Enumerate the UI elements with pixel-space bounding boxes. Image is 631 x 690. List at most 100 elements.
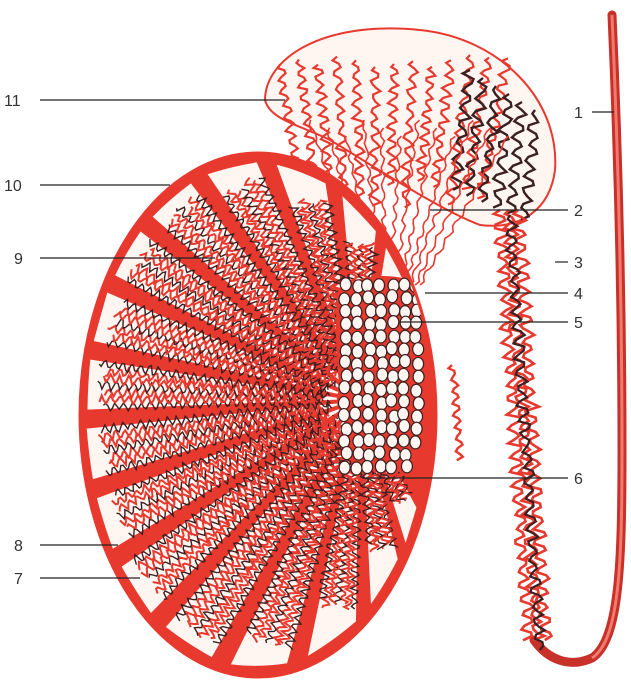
label-3: 3 <box>574 255 583 272</box>
rete-cell <box>352 420 363 433</box>
rete-cell <box>376 345 387 358</box>
vessel-coil <box>449 365 463 460</box>
rete-cell <box>386 422 397 435</box>
rete-cell <box>352 316 363 329</box>
rete-cell <box>413 370 424 383</box>
label-8: 8 <box>14 538 23 555</box>
rete-cell <box>386 394 397 407</box>
rete-cell <box>374 279 385 292</box>
label-1: 1 <box>574 105 583 122</box>
rete-cell <box>352 368 363 381</box>
rete-cell <box>389 448 400 461</box>
rete-cell <box>353 435 364 448</box>
rete-cell <box>363 434 374 447</box>
label-11: 11 <box>4 93 21 110</box>
rete-cell <box>339 461 350 474</box>
rete-cell <box>363 449 374 462</box>
rete-cell <box>375 318 386 331</box>
rete-cell <box>339 293 350 306</box>
rete-cell <box>412 410 423 423</box>
rete-cell <box>353 447 364 460</box>
rete-cell <box>398 382 409 395</box>
rete-cell <box>341 317 352 330</box>
testis <box>80 153 440 677</box>
rete-cell <box>338 409 349 422</box>
rete-cell <box>398 407 409 420</box>
rete-cell <box>400 355 411 368</box>
rete-cell <box>388 316 399 329</box>
rete-cell <box>399 395 410 408</box>
rete-cell <box>341 423 352 436</box>
rete-cell <box>413 343 424 356</box>
rete-cell <box>351 462 362 475</box>
epididymis-body <box>449 210 552 650</box>
rete-cell <box>352 331 363 344</box>
rete-cell <box>364 330 375 343</box>
label-9: 9 <box>14 251 23 268</box>
rete-cell <box>340 305 351 318</box>
rete-cell <box>413 397 424 410</box>
rete-cell <box>411 316 422 329</box>
rete-cell <box>398 434 409 447</box>
rete-cell <box>398 368 409 381</box>
rete-cell <box>341 369 352 382</box>
rete-cell <box>387 435 398 448</box>
rete-cell <box>374 293 385 306</box>
label-10: 10 <box>4 178 22 195</box>
rete-cell <box>363 407 374 420</box>
rete-cell <box>411 384 422 397</box>
rete-cell <box>410 330 421 343</box>
rete-cell <box>363 291 374 304</box>
label-5: 5 <box>574 315 583 332</box>
rete-cell <box>364 382 375 395</box>
rete-cell <box>376 305 387 318</box>
rete-cell <box>401 292 412 305</box>
label-7: 7 <box>14 571 23 588</box>
rete-cell <box>377 368 388 381</box>
rete-cell <box>399 278 410 291</box>
rete-cell <box>386 342 397 355</box>
rete-cell <box>389 304 400 317</box>
rete-cell <box>376 421 387 434</box>
rete-cell <box>400 316 411 329</box>
rete-cell <box>363 422 374 435</box>
rete-cell <box>365 343 376 356</box>
rete-cell <box>386 461 397 474</box>
rete-cell <box>341 447 352 460</box>
rete-cell <box>376 383 387 396</box>
rete-cell <box>389 355 400 368</box>
rete-cell <box>413 357 424 370</box>
rete-cell <box>388 370 399 383</box>
label-6: 6 <box>574 471 583 488</box>
rete-cell <box>350 407 361 420</box>
rete-cell <box>339 381 350 394</box>
rete-cell <box>375 460 386 473</box>
rete-cell <box>399 420 410 433</box>
rete-cell <box>352 345 363 358</box>
label-2: 2 <box>574 203 583 220</box>
rete-cell <box>364 318 375 331</box>
rete-cell <box>365 304 376 317</box>
rete-cell <box>339 435 350 448</box>
rete-cell <box>340 278 351 291</box>
rete-cell <box>375 330 386 343</box>
rete-cell <box>351 382 362 395</box>
rete-cell <box>374 446 385 459</box>
rete-cell <box>340 355 351 368</box>
rete-cell <box>341 331 352 344</box>
rete-cell <box>400 330 411 343</box>
rete-cell <box>362 394 373 407</box>
rete-cell <box>338 397 349 410</box>
rete-cell <box>411 422 422 435</box>
rete-cell <box>376 409 387 422</box>
rete-cell <box>387 290 398 303</box>
rete-cell <box>362 460 373 473</box>
rete-cell <box>364 355 375 368</box>
rete-cell <box>351 293 362 306</box>
rete-cell <box>362 279 373 292</box>
rete-cell <box>386 382 397 395</box>
rete-cell <box>401 460 412 473</box>
label-4: 4 <box>574 286 583 303</box>
rete-cell <box>410 436 421 449</box>
